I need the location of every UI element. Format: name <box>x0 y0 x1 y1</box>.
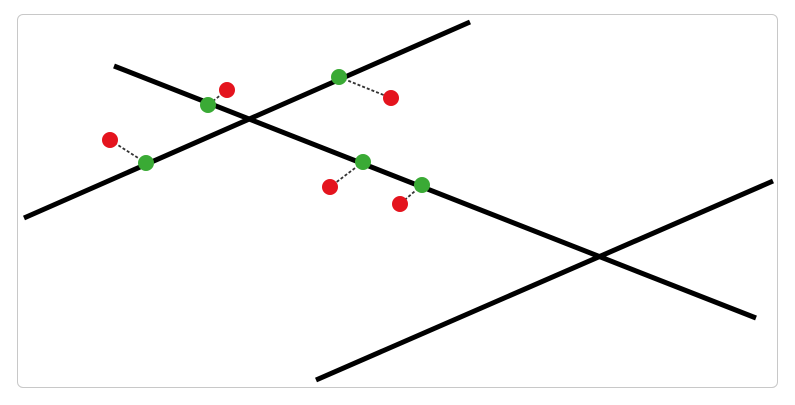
green-dot-icon <box>355 154 371 170</box>
red-dot-icon <box>392 196 408 212</box>
red-dot-icon <box>102 132 118 148</box>
green-dot-icon <box>414 177 430 193</box>
red-dot-icon <box>322 179 338 195</box>
connectors <box>109 76 423 205</box>
projected-points <box>138 69 430 193</box>
line-c <box>315 178 774 383</box>
original-points <box>102 82 408 212</box>
green-dot-icon <box>200 97 216 113</box>
green-dot-icon <box>138 155 154 171</box>
green-dot-icon <box>331 69 347 85</box>
line-b <box>113 63 757 321</box>
red-dot-icon <box>219 82 235 98</box>
connector-3 <box>338 76 392 99</box>
red-dot-icon <box>383 90 399 106</box>
